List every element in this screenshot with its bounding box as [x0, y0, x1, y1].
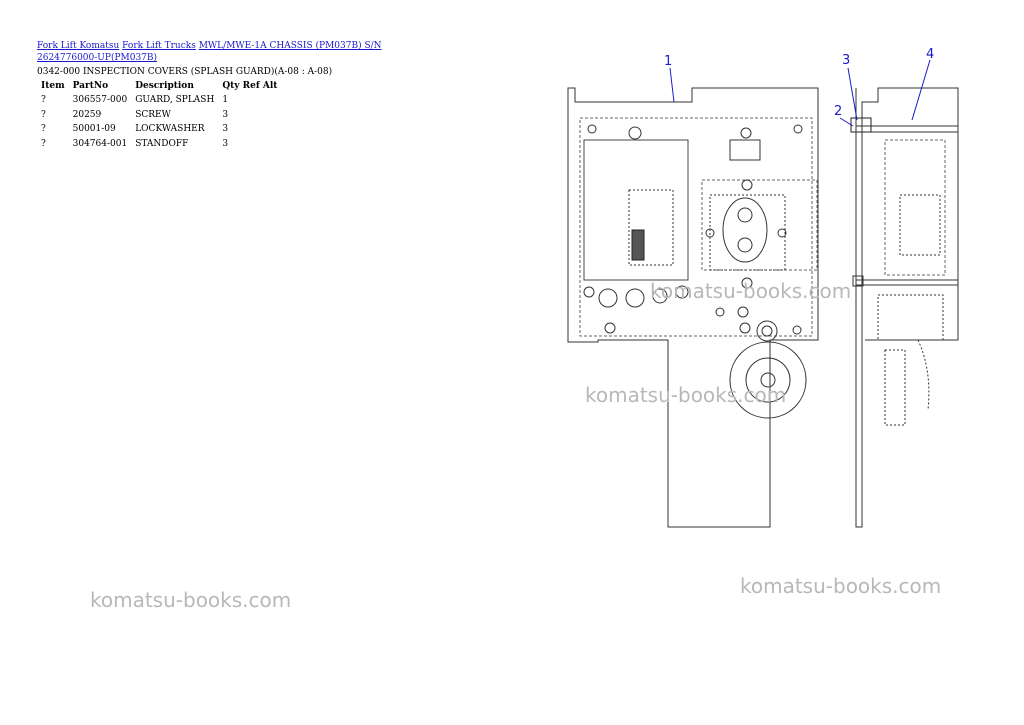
header-item: Item	[41, 81, 65, 91]
cell-qty: 3	[222, 138, 229, 149]
callout-4: 4	[926, 47, 934, 62]
table-row: ? 20259 SCREW 3	[37, 108, 281, 123]
cell-partno: 50001-09	[72, 124, 116, 135]
watermark: komatsu-books.com	[650, 279, 852, 303]
parts-table: Item PartNo Description Qty Ref Alt ? 30…	[37, 79, 281, 151]
cell-partno: 306557-000	[72, 95, 128, 106]
table-row: ? 306557-000 GUARD, SPLASH 1	[37, 93, 281, 108]
callout-2: 2	[834, 104, 842, 119]
cell-description: SCREW	[135, 109, 171, 120]
table-row: ? 304764-001 STANDOFF 3	[37, 137, 281, 152]
cell-item: ?	[41, 124, 46, 135]
cell-item: ?	[41, 138, 46, 149]
cell-partno: 304764-001	[72, 138, 128, 149]
callout-3: 3	[842, 53, 850, 68]
cell-description: GUARD, SPLASH	[135, 95, 215, 106]
header-description: Description	[135, 81, 194, 91]
table-row: ? 50001-09 LOCKWASHER 3	[37, 122, 281, 137]
cell-qty: 1	[222, 95, 229, 106]
parts-diagram: 1 2 3 4 CURTIS	[567, 47, 959, 528]
header-partno: PartNo	[72, 81, 109, 91]
breadcrumb-link-chassis[interactable]: MWL/MWE-1A CHASSIS (PM037B) S/N 26247760…	[37, 41, 382, 63]
cell-partno: 20259	[72, 109, 102, 120]
cell-qty: 3	[222, 124, 229, 135]
curtis-logo: CURTIS	[650, 228, 657, 250]
breadcrumb-link-trucks[interactable]: Fork Lift Trucks	[122, 41, 196, 51]
cell-item: ?	[41, 95, 46, 106]
watermark: komatsu-books.com	[90, 588, 292, 612]
breadcrumb: Fork Lift Komatsu Fork Lift Trucks MWL/M…	[37, 40, 437, 64]
cell-qty: 3	[222, 109, 229, 120]
breadcrumb-link-komatsu[interactable]: Fork Lift Komatsu	[37, 41, 120, 51]
watermark: komatsu-books.com	[740, 574, 942, 598]
header-qty-ref-alt: Qty Ref Alt	[222, 81, 278, 91]
cell-description: LOCKWASHER	[135, 124, 205, 135]
callout-1: 1	[664, 54, 672, 69]
table-header-row: Item PartNo Description Qty Ref Alt	[37, 79, 281, 93]
watermark: komatsu-books.com	[585, 383, 787, 407]
section-title: 0342-000 INSPECTION COVERS (SPLASH GUARD…	[37, 67, 333, 77]
cell-description: STANDOFF	[135, 138, 189, 149]
cell-item: ?	[41, 109, 46, 120]
